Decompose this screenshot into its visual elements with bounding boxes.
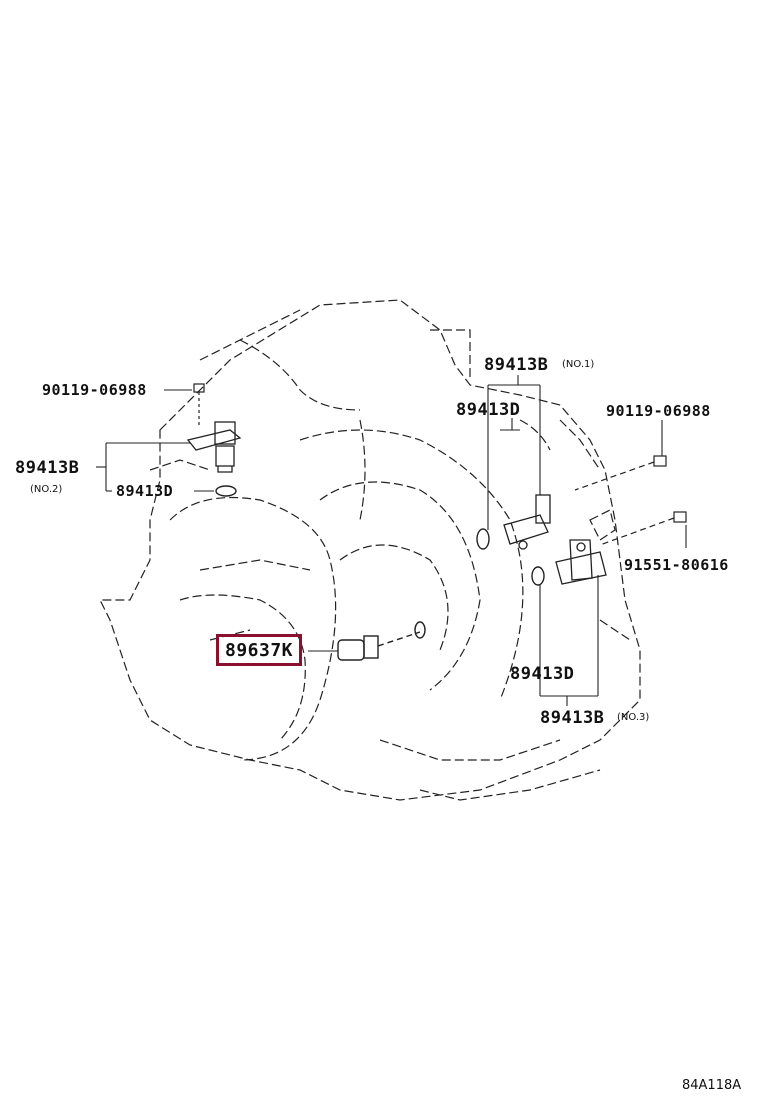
part-label-bolt-right-lower[interactable]: 91551-80616 xyxy=(624,556,729,574)
speed-sensor-center xyxy=(337,621,426,661)
leader-lines xyxy=(96,375,687,706)
o-ring-top xyxy=(476,528,490,550)
bolt-left xyxy=(193,383,205,428)
part-label-sensor-left[interactable]: 89413B xyxy=(15,458,80,478)
part-label-sensor-bottom[interactable]: 89413B xyxy=(540,708,605,728)
speed-sensor-top xyxy=(503,494,551,550)
speed-sensor-left xyxy=(186,421,242,473)
part-label-bolt-left[interactable]: 90119-06988 xyxy=(42,381,147,399)
o-ring-lower xyxy=(531,566,545,586)
o-ring-left xyxy=(215,485,237,497)
bolt-right-upper xyxy=(574,455,667,491)
part-label-sensor-top[interactable]: 89413B xyxy=(484,355,549,375)
housing-outline xyxy=(99,299,641,801)
part-label-oring-bottom[interactable]: 89413D xyxy=(510,664,575,684)
part-note-sensor-top: (NO.1) xyxy=(562,359,595,370)
part-label-oring-left[interactable]: 89413D xyxy=(116,482,174,500)
part-label-bolt-right[interactable]: 90119-06988 xyxy=(606,402,711,420)
part-note-sensor-left: (NO.2) xyxy=(30,484,63,495)
part-note-sensor-bottom: (NO.3) xyxy=(617,712,650,723)
part-label-highlighted[interactable]: 89637K xyxy=(216,634,303,666)
bolt-right-lower xyxy=(599,511,687,546)
part-label-oring-top[interactable]: 89413D xyxy=(456,400,521,420)
figure-id: 84A118A xyxy=(682,1078,742,1093)
speed-sensor-lower xyxy=(555,539,607,585)
